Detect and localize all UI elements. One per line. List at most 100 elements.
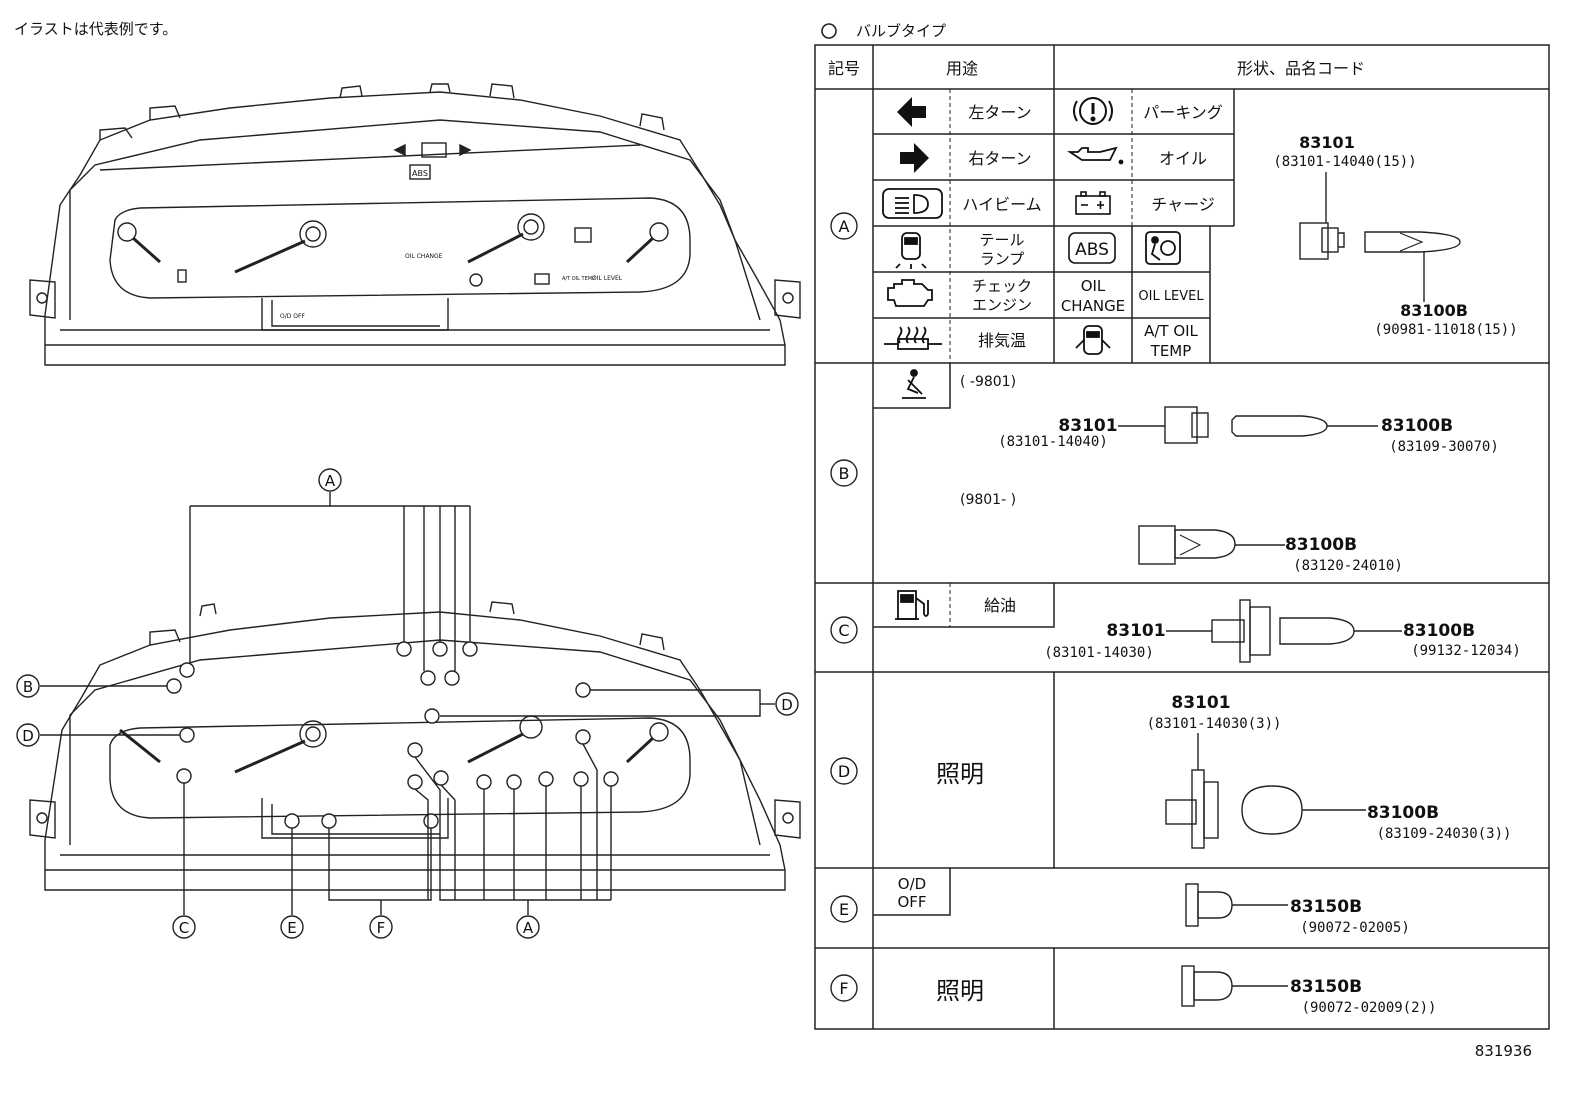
bulb-code-d: (83109-24030(3)) [1377,826,1512,842]
period-b-2: (9801- ) [960,492,1016,508]
svg-text:F: F [377,919,386,937]
svg-text:D: D [22,727,34,745]
bulb-code-e: (90072-02005) [1300,920,1410,936]
header-symbol: 記号 [828,59,860,78]
oil-can-icon [1067,146,1124,165]
fuel-pump-icon [895,590,929,620]
cluster-oil-change-label: OIL CHANGE [405,253,443,260]
svg-text:B: B [839,464,850,483]
socket-bulb-b2-drawing [1138,525,1285,565]
callout-d-left: D [16,723,40,747]
bulb-part-f: 83150B [1290,977,1362,997]
label-at-oil-temp-1: A/T OIL [1144,322,1198,340]
parking-brake-icon [1073,97,1113,125]
cluster-overview [29,83,801,366]
high-beam-icon [882,188,943,219]
cluster-abs-label: ABS [412,169,428,178]
row-symbol-c: C [830,616,858,644]
bulb-code-a: (90981-11018(15)) [1374,322,1517,338]
bulb-code-b1: (83109-30070) [1389,439,1499,455]
bulb-part-e: 83150B [1290,897,1362,917]
label-oil-level: OIL LEVEL [1138,289,1204,304]
socket-code-d: (83101-14030(3)) [1147,716,1282,732]
label-check-engine-2: エンジン [972,296,1032,314]
period-b-1: ( -9801) [960,374,1016,390]
svg-text:C: C [179,919,189,937]
socket-code-a: (83101-14040(15)) [1273,154,1416,170]
socket-part-d: 83101 [1171,693,1230,713]
bulb-code-b2: (83120-24010) [1293,558,1403,574]
cluster-oil-level-label: OIL LEVEL [592,275,623,282]
bulb-code-c: (99132-12034) [1411,643,1521,659]
bulb-e-drawing [1185,883,1288,927]
label-at-oil-temp-2: TEMP [1150,342,1192,360]
engine-icon [887,279,933,307]
seatbelt-icon [902,369,926,399]
svg-text:A: A [325,472,336,490]
svg-text:C: C [838,621,849,640]
svg-text:E: E [287,919,296,937]
label-fuel: 給油 [984,596,1016,615]
diagram-number: 831936 [1475,1042,1532,1060]
socket-code-c: (83101-14030) [1044,645,1154,661]
label-tail-lamp-1: テール [979,231,1024,249]
row-symbol-d: D [830,757,858,785]
label-right-turn: 右ターン [968,149,1031,168]
svg-text:バルブタイプ: バルブタイプ [856,22,946,40]
bulb-code-f: (90072-02009(2)) [1302,1000,1437,1016]
label-oil-change-1: OIL [1081,277,1106,295]
label-parking: パーキング [1143,103,1223,122]
label-high-beam: ハイビーム [962,195,1041,214]
bulb-part-d: 83100B [1367,803,1439,823]
svg-text:A: A [839,217,850,236]
callout-f: F [369,915,393,939]
illustration-caption: イラストは代表例です。 [14,20,177,38]
usage-f: 照明 [936,977,984,1005]
svg-text:ABS: ABS [1075,240,1109,260]
callout-d-right: D [775,692,799,716]
car-lamp-icon [895,232,927,269]
bulb-part-b2: 83100B [1285,535,1357,555]
header-shape: 形状、品名コード [1237,59,1365,78]
bulb-f-drawing [1181,965,1288,1007]
svg-text:D: D [838,762,850,781]
cluster-od-off-label: O/D OFF [280,313,305,320]
label-oil-change-2: CHANGE [1061,297,1125,315]
callout-a-top: A [318,468,342,492]
socket-part-a: 83101 [1299,133,1355,152]
svg-text:F: F [839,979,848,998]
callout-a-bottom: A [516,915,540,939]
socket-bulb-b1-drawing [1118,406,1378,444]
cluster-rear-view [29,492,801,915]
socket-code-b: (83101-14040) [998,434,1108,450]
callout-c: C [172,915,196,939]
label-exhaust-temp: 排気温 [978,331,1026,350]
abs-icon: ABS [1068,232,1116,264]
label-tail-lamp-2: ランプ [980,250,1025,268]
label-left-turn: 左ターン [968,103,1031,122]
label-charge: チャージ [1151,195,1215,214]
socket-part-b: 83101 [1058,416,1117,436]
right-arrow-icon [900,143,929,173]
bulb-part-c: 83100B [1403,621,1475,641]
left-arrow-icon [897,97,926,127]
svg-text:E: E [839,900,849,919]
bulb-type-heading: バルブタイプ [821,22,946,40]
label-od-off-1: O/D [898,875,926,893]
header-usage: 用途 [946,59,978,78]
bulb-table-grid [814,44,1550,1030]
label-check-engine-1: チェック [972,277,1032,295]
battery-icon [1075,191,1111,215]
socket-bulb-a-drawing [1299,172,1461,302]
label-od-off-2: OFF [897,893,926,911]
socket-bulb-c-drawing [1166,599,1402,663]
row-symbol-f: F [830,974,858,1002]
callout-b: B [16,674,40,698]
callout-e: E [280,915,304,939]
bulb-part-a: 83100B [1400,301,1468,320]
socket-bulb-d-drawing [1165,733,1366,849]
car-door-icon [1075,325,1111,355]
socket-part-c: 83101 [1106,621,1165,641]
row-symbol-a: A [830,212,858,240]
